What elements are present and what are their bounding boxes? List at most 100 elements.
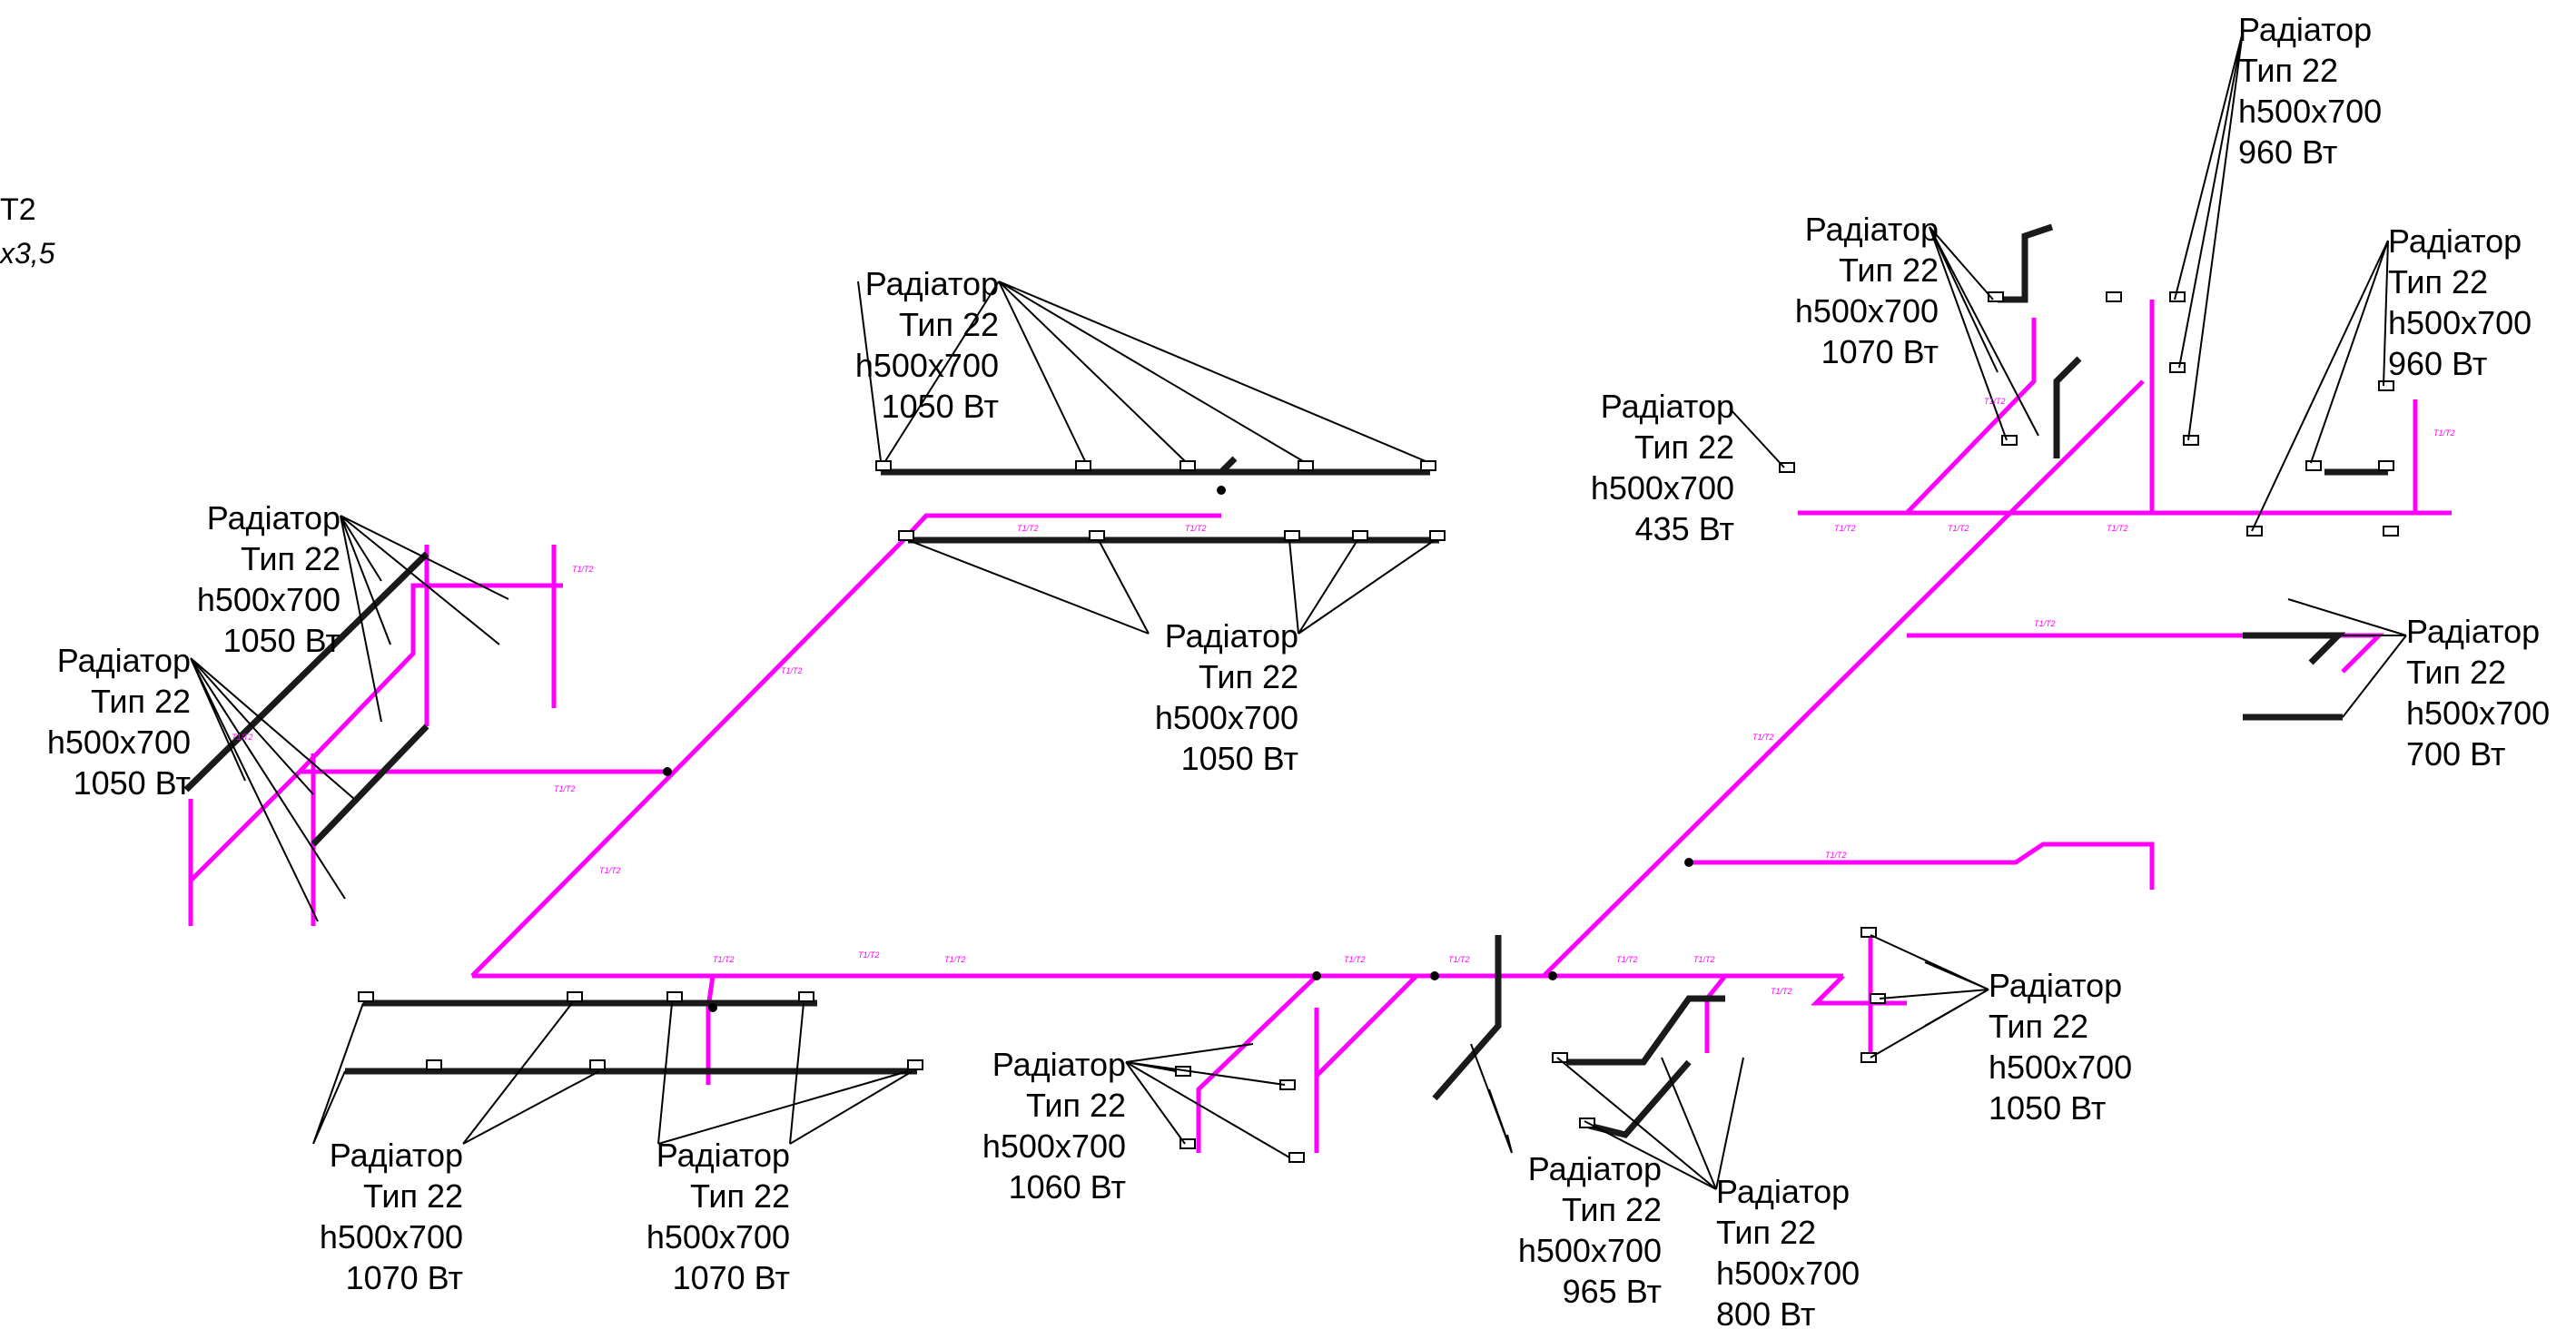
junction-nodes (663, 486, 1693, 1012)
radiator-symbol (1089, 530, 1105, 541)
radiator-label-type: Тип 22 (899, 306, 999, 343)
return-mid-right-a (2243, 632, 2346, 665)
radiator-symbol (875, 460, 892, 471)
pipe-tag: T1/T2 (713, 955, 735, 964)
radiator-label-size: h500x700 (1155, 699, 1298, 736)
pipe-tag: T1/T2 (1752, 733, 1774, 742)
radiator-label-name: Радіатор (865, 265, 999, 302)
radiator-label-size: h500x700 (2406, 694, 2550, 732)
right-mid-branch (1907, 633, 2385, 674)
radiator-label-power: 700 Вт (2406, 735, 2505, 773)
pipe-tag: T1/T2 (572, 565, 594, 574)
corner-label-line1: T2 (0, 192, 36, 227)
pipe-tag: T1/T2 (1344, 955, 1366, 964)
radiator-symbol (2169, 291, 2186, 302)
return-upper-right-a (1998, 223, 2054, 303)
return-left-diag-1 (183, 551, 429, 793)
radiator-label: Радіатор Тип 22 h500x700 700 Вт (2406, 613, 2550, 773)
radiator-label-size: h500x700 (47, 724, 191, 761)
radiator-symbol (567, 991, 583, 1002)
pipe-tag: T1/T2 (781, 666, 803, 675)
return-pipes (183, 223, 2388, 1138)
junction-node (1684, 858, 1693, 867)
radiator-label-name: Радіатор (57, 642, 191, 679)
radiator-label-name: Радіатор (207, 499, 341, 537)
lower-center-riser-b (1315, 974, 1418, 1078)
radiator-symbol (1429, 530, 1446, 541)
radiator-label-power: 960 Вт (2238, 133, 2337, 171)
radiator-symbol (2383, 526, 2399, 537)
radiator-label-type: Тип 22 (241, 540, 341, 577)
radiator-label-size: h500x700 (1591, 469, 1734, 507)
radiator-label-power: 435 Вт (1635, 510, 1734, 547)
radiator-label-size: h500x700 (320, 1218, 463, 1255)
junction-node (663, 767, 672, 776)
radiator-label-type: Тип 22 (1026, 1087, 1126, 1124)
radiator-symbol (1552, 1052, 1568, 1063)
return-upper-right-b (2053, 356, 2082, 458)
radiator-label-name: Радіатор (2388, 222, 2522, 260)
radiator-symbol (358, 991, 374, 1002)
radiator-label-type: Тип 22 (1716, 1214, 1816, 1251)
radiator-label: Радіатор Тип 22 h500x700 1050 Вт (1155, 617, 1298, 777)
pipe-tag: T1/T2 (1693, 955, 1715, 964)
radiator-label-name: Радіатор (330, 1137, 463, 1174)
corner-label-line2: x3,5 (0, 237, 55, 270)
radiator-label-power: 965 Вт (1563, 1273, 1662, 1310)
radiator-label-name: Радіатор (1805, 211, 1939, 248)
pipe-tag: T1/T2 (232, 733, 253, 742)
radiator-label-type: Тип 22 (2238, 52, 2338, 89)
radiator-symbol (1298, 460, 1314, 471)
radiator-label-power: 1070 Вт (673, 1259, 790, 1296)
radiator-label-size: h500x700 (855, 347, 999, 384)
radiator-label-name: Радіатор (1528, 1150, 1662, 1187)
leader-lines (190, 31, 2407, 1190)
radiator-label-type: Тип 22 (690, 1177, 790, 1215)
radiator-symbols (358, 291, 2399, 1163)
pipe-tag: T1/T2 (2034, 619, 2056, 628)
radiator-label: Радіатор Тип 22 h500x700 1050 Вт (47, 642, 191, 802)
left-diagonal-riser (470, 513, 1221, 978)
radiator-symbol (1420, 460, 1436, 471)
radiator-label-size: h500x700 (2388, 304, 2532, 341)
radiator-symbol (1779, 462, 1795, 473)
radiator-label-name: Радіатор (1716, 1173, 1850, 1210)
radiator-label-power: 960 Вт (2388, 345, 2487, 382)
radiator-label-type: Тип 22 (2388, 263, 2488, 300)
radiator-label-power: 1050 Вт (1181, 740, 1298, 777)
pipe-tag: T1/T2 (1448, 955, 1470, 964)
radiator-label-power: 1050 Вт (223, 622, 341, 659)
junction-node (1217, 486, 1226, 495)
radiator-label-power: 1070 Вт (1821, 333, 1939, 370)
radiator-label: Радіатор Тип 22 h500x700 800 Вт (1716, 1173, 1860, 1333)
radiator-label: Радіатор Тип 22 h500x700 965 Вт (1518, 1150, 1662, 1310)
radiator-label-type: Тип 22 (1199, 658, 1298, 695)
upper-right-riser-a (1905, 318, 2037, 515)
radiator-label: Радіатор Тип 22 h500x700 1050 Вт (1989, 967, 2132, 1127)
radiator-symbol (1179, 1138, 1196, 1149)
return-lower-right-a (1566, 995, 1725, 1066)
radiator-symbol (2378, 460, 2394, 471)
radiator-label: Радіатор Тип 22 h500x700 435 Вт (1591, 388, 1734, 547)
return-lower-center (1432, 935, 1502, 1101)
return-lower-right-b (1588, 1059, 1692, 1138)
pipe-tag: T1/T2 (1825, 851, 1847, 860)
radiator-label: Радіатор Тип 22 h500x700 1060 Вт (982, 1046, 1126, 1206)
far-right-branch (1810, 974, 1907, 1006)
radiator-symbol (1860, 1052, 1877, 1063)
radiator-symbol (907, 1059, 923, 1070)
pipe-tag: T1/T2 (2433, 428, 2455, 438)
pipe-tag: T1/T2 (858, 950, 880, 960)
pipe-tag: T1/T2 (2107, 524, 2128, 533)
radiator-symbol (2183, 435, 2199, 446)
radiator-label-name: Радіатор (1601, 388, 1734, 425)
radiator-labels: Радіатор Тип 22 h500x700 1050 Вт Радіато… (47, 11, 2550, 1333)
radiator-label-type: Тип 22 (1839, 251, 1939, 289)
radiator-label-name: Радіатор (1989, 967, 2122, 1004)
radiator-label-power: 1050 Вт (1989, 1089, 2106, 1127)
left-branch-riser-upper (298, 583, 563, 773)
radiator-symbol (589, 1059, 606, 1070)
radiator-label-type: Тип 22 (1634, 428, 1734, 466)
radiator-label-size: h500x700 (982, 1127, 1126, 1165)
radiator-label-power: 1060 Вт (1009, 1168, 1126, 1206)
